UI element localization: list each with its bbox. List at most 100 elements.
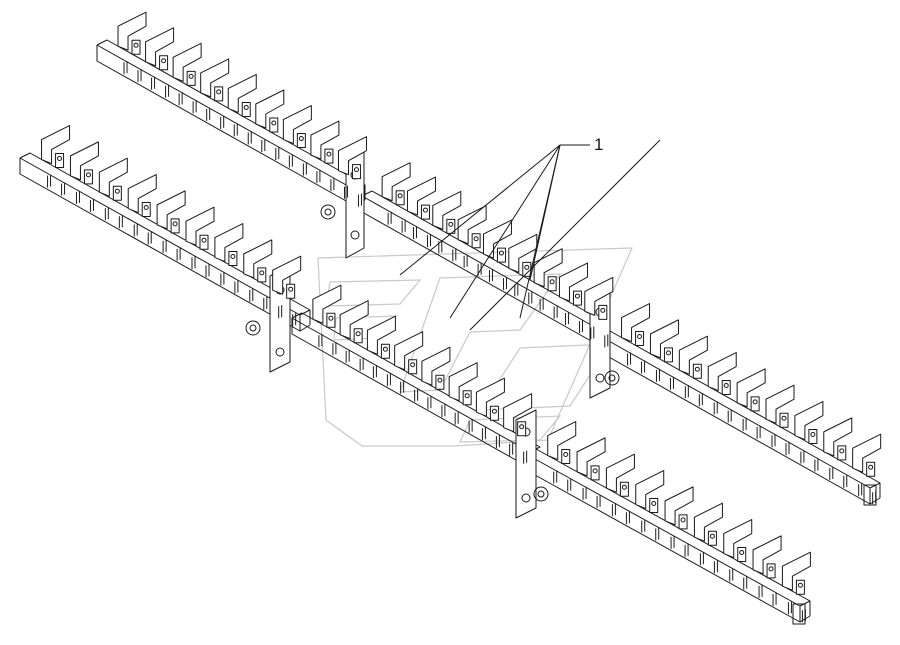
tine-bracket [272,255,302,295]
bolt-hole [85,172,91,178]
tines-layer [41,11,882,623]
tine-bracket [584,276,614,316]
tine-bracket [707,352,737,392]
hitch-plate [245,265,291,373]
bolt-hole [437,377,443,383]
tine-bracket [69,141,99,181]
tine-bracket [852,433,882,473]
tine-bracket [765,384,795,424]
bolt-hole [709,533,715,539]
tine-bracket [337,136,367,176]
tine-bracket [752,535,782,575]
bolt-hole [143,205,149,211]
callout-leader [469,139,661,331]
bolt-hole [57,156,63,162]
hitch-plates [245,151,620,519]
tine-bracket [145,27,175,67]
bolt-hole [397,193,403,199]
tine-bracket [282,105,312,145]
tine-bracket [98,157,128,197]
bolt-hole [216,89,222,95]
bolt-hole [637,334,643,340]
tine-bracket [366,315,396,355]
tine-bracket [255,89,285,129]
bolt-hole [810,432,816,438]
bolt-hole [133,42,139,48]
tine-bracket [381,162,411,202]
tine-bracket [547,421,577,461]
beam-bottom [525,448,811,625]
bolt-hole [328,315,334,321]
tine-bracket [448,362,478,402]
bolt-hole [592,468,598,474]
bolt-hole [326,151,332,157]
tine-bracket [503,393,533,433]
tine-bracket [185,206,215,246]
bolt-hole [473,236,479,242]
tine-bracket [558,262,588,302]
tine-bracket [156,190,186,230]
bolt-hole [201,237,207,243]
bolt-hole [422,207,428,213]
tine-bracket [310,120,340,160]
bolt-hole [491,408,497,414]
bolt-hole [353,167,359,173]
bolt-hole [574,293,580,299]
bolt-hole [298,136,304,142]
tine-bracket [200,58,230,98]
watermark-letter-mid [399,273,562,393]
bolt-hole [797,582,803,588]
bolt-hole [243,104,249,110]
bolt-hole [498,250,504,256]
hitch-plate [515,409,549,519]
tine-bracket [243,239,273,279]
watermark-outline [317,247,633,447]
bolt-hole [549,279,555,285]
bolt-hole [752,399,758,405]
tine-bracket [339,300,369,340]
tine-bracket [723,519,753,559]
tine-bracket [406,176,436,216]
tine-bracket [41,125,71,165]
tine-bracket [823,417,853,457]
beam-left [19,152,311,332]
tine-bracket [214,223,244,263]
bolt-hole [768,566,774,572]
tine-bracket [794,401,824,441]
tine-bracket [394,331,424,371]
callout: 1 [399,135,661,331]
tine-bracket [649,319,679,359]
callout-leader [399,144,561,276]
tine-bracket [312,284,342,324]
tine-bracket [475,377,505,417]
bolt-hole [739,550,745,556]
bolt-hole [781,415,787,421]
tine-bracket [621,303,651,343]
tine-bracket [117,11,147,51]
tine-bracket [664,486,694,526]
bolt-hole [665,350,671,356]
bolt-hole [230,254,236,260]
callout-label: 1 [594,135,603,154]
bolt-hole [188,73,194,79]
bolt-hole [355,331,361,337]
tine-bracket [635,470,665,510]
bolt-hole [259,270,265,276]
callout-leader [519,144,561,319]
bolt-hole [410,362,416,368]
bolt-hole [621,484,627,490]
tine-bracket [227,73,257,113]
bolt-hole [161,58,167,64]
bolt-hole [448,221,454,227]
bolt-hole [723,383,729,389]
tine-bracket [693,502,723,542]
tine-bracket [482,219,512,259]
tine-bracket [576,437,606,477]
tine-bracket [421,346,451,386]
tine-bracket [457,205,487,245]
bolt-hole [382,346,388,352]
bolt-hole [519,424,525,430]
bolt-hole [172,221,178,227]
bolt-hole [694,366,700,372]
